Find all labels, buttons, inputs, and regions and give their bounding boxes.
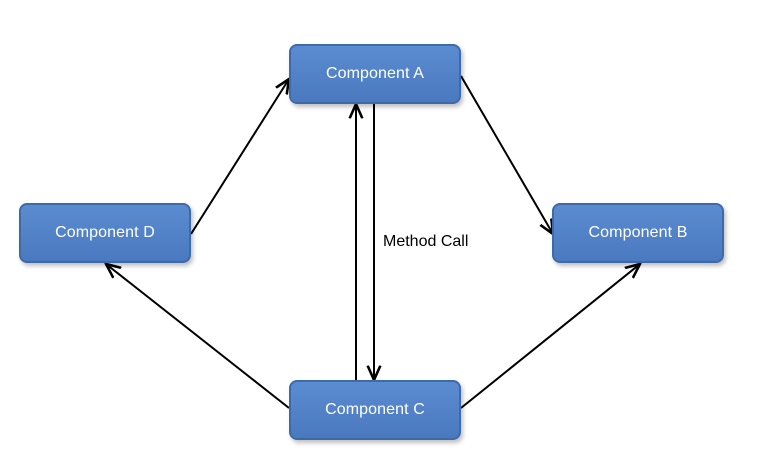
component-c-node[interactable]: Component C — [289, 380, 461, 440]
edge-d-to-a — [190, 79, 289, 235]
component-b-node[interactable]: Component B — [552, 203, 724, 263]
component-a-node[interactable]: Component A — [289, 44, 461, 104]
component-c-label: Component C — [325, 401, 425, 418]
edge-c-to-d — [106, 264, 290, 409]
method-call-label: Method Call — [383, 233, 469, 250]
edge-a-to-b — [460, 75, 553, 234]
edge-c-to-b — [460, 264, 640, 409]
component-d-label: Component D — [55, 224, 155, 241]
component-b-label: Component B — [588, 224, 688, 241]
component-a-label: Component A — [325, 65, 425, 82]
component-d-node[interactable]: Component D — [19, 203, 191, 263]
